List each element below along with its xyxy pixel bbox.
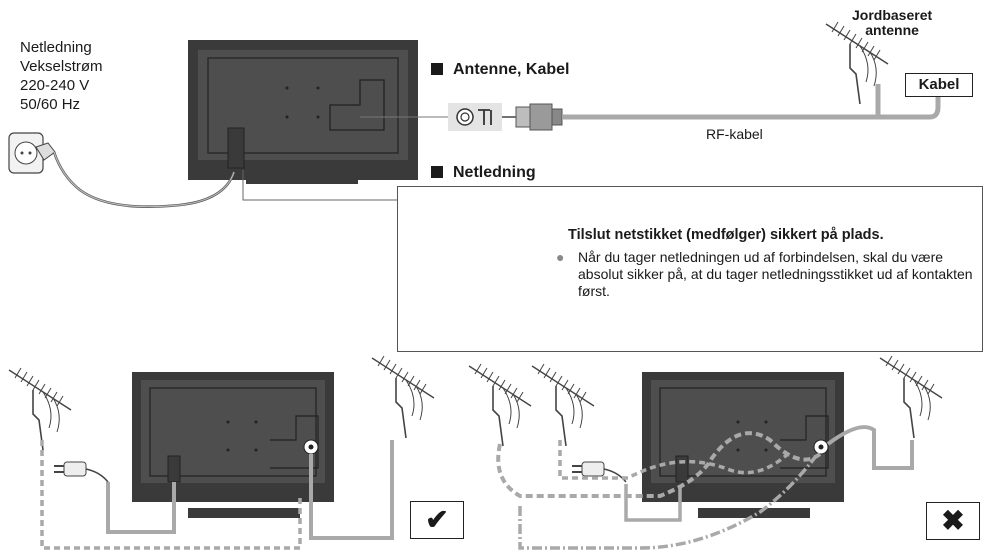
power-label-line-3: 220-240 V [20,77,90,94]
rf-plug [502,103,563,131]
rf-port-icon [448,103,502,131]
antenna-incorrect-1 [468,363,532,447]
tv-rear-incorrect [642,372,844,518]
power-label-line-2: Vekselstrøm [20,58,103,75]
antenna-correct-left [8,367,72,451]
heading-bullet-square [431,63,443,75]
antenna-cable-heading-text: Antenne, Kabel [453,61,570,78]
bullet-dot: ● [556,249,565,265]
power-label-line-1: Netledning [20,39,92,56]
antenna-cable-heading: Antenne, Kabel [431,61,569,79]
power-cord-heading-text: Netledning [453,164,536,181]
tv-rear-correct [132,372,334,518]
antenna-correct-right [371,355,435,439]
tv-rear-top [188,40,418,184]
terrestrial-antenna-line-1: Jordbaseret [852,7,933,23]
callout-bullet-text: Når du tager netledningen ud af forbinde… [578,249,973,299]
rf-cable-label: RF-kabel [706,126,763,142]
antenna-incorrect-2 [531,363,595,447]
power-cord-heading: Netledning [431,164,536,182]
rf-cable [562,95,941,120]
terrestrial-antenna-line-2: antenne [865,22,919,38]
cross-icon: ✖ [941,505,965,536]
power-label-line-4: 50/60 Hz [20,96,81,113]
incorrect-cross-box: ✖ [926,502,980,540]
wall-socket [8,132,56,174]
power-cord-spec-label: Netledning Vekselstrøm 220-240 V 50/60 H… [20,38,103,114]
terrestrial-antenna-label: Jordbaseret antenne [852,8,932,38]
power-plug-correct [53,461,109,483]
correct-checkmark-box: ✔ [410,501,464,539]
cable-label-box: Kabel [905,73,973,97]
checkmark-icon: ✔ [425,504,449,535]
heading-bullet-square [431,166,443,178]
power-cord-callout: Tilslut netstikket (medfølger) sikkert p… [397,186,983,352]
callout-title: Tilslut netstikket (medfølger) sikkert p… [568,227,884,243]
antenna-incorrect-3 [879,355,943,439]
